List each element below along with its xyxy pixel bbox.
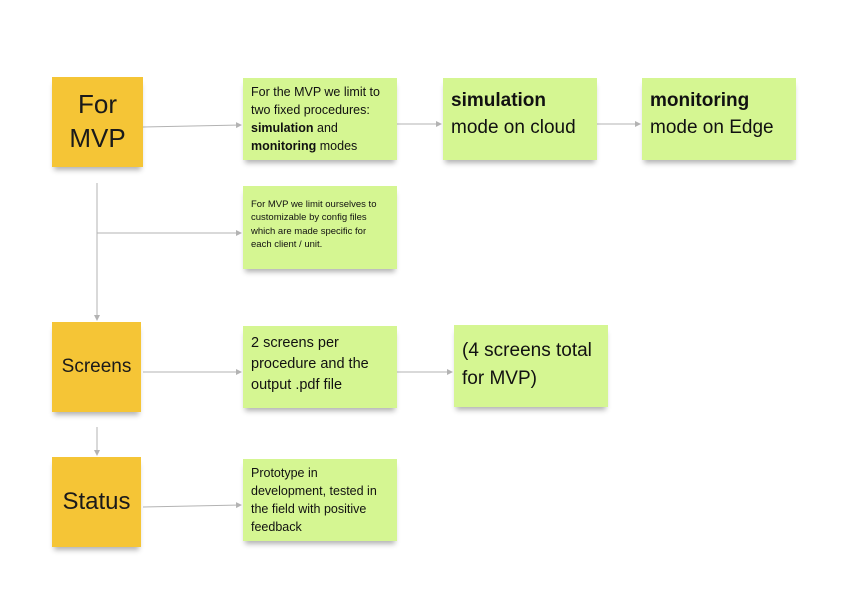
screens-per-procedure-text: 2 screens per procedure and the output .…: [251, 335, 369, 394]
note-status-text: Status: [62, 488, 131, 515]
note-simulation[interactable]: simulation mode on cloud: [443, 78, 597, 160]
monitoring-rest: mode on Edge: [650, 116, 774, 138]
procedures-intro: For the MVP we limit to two fixed proced…: [251, 85, 380, 118]
connector-status-text: [142, 502, 242, 509]
note-screens-per-procedure[interactable]: 2 screens per procedure and the output .…: [243, 326, 397, 408]
procedures-and: and: [317, 121, 338, 136]
screens-total-text: (4 screens total for MVP): [462, 340, 592, 389]
monitoring-bold: monitoring: [650, 90, 750, 111]
procedures-tail: modes: [319, 139, 358, 154]
note-config[interactable]: For MVP we limit ourselves to customizab…: [243, 186, 397, 269]
note-for-mvp-text: For MVP: [69, 89, 126, 153]
note-for-mvp[interactable]: For MVP: [52, 77, 143, 167]
procedures-bold-simulation: simulation: [251, 121, 314, 136]
status-description: Prototype in development, tested in the …: [251, 466, 377, 535]
connector-formvp-config: [96, 183, 242, 236]
config-text: For MVP we limit ourselves to customizab…: [251, 199, 377, 250]
procedures-bold-monitoring: monitoring: [251, 139, 317, 154]
connector-formvp-procedures: [142, 122, 242, 129]
note-screens-total[interactable]: (4 screens total for MVP): [454, 325, 608, 407]
note-status[interactable]: Status: [52, 457, 141, 547]
note-screens-text: Screens: [61, 356, 132, 377]
note-status-text[interactable]: Prototype in development, tested in the …: [243, 459, 397, 541]
simulation-bold: simulation: [451, 90, 547, 111]
note-monitoring[interactable]: monitoring mode on Edge: [642, 78, 796, 160]
note-screens[interactable]: Screens: [52, 322, 141, 412]
simulation-rest: mode on cloud: [451, 116, 576, 138]
note-procedures[interactable]: For the MVP we limit to two fixed proced…: [243, 78, 397, 160]
